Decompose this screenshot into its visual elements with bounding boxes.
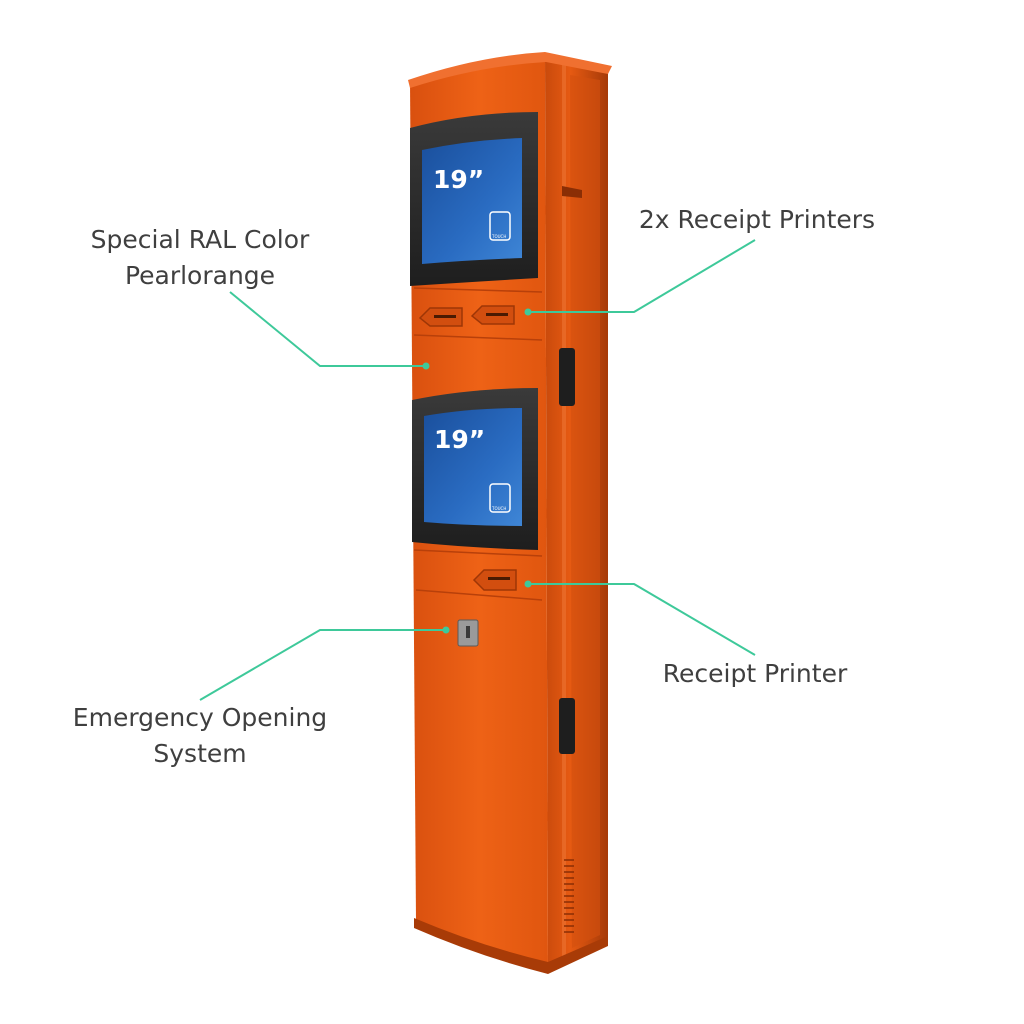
emergency-lock	[457, 619, 479, 647]
callout-lines	[199, 239, 756, 701]
printer-callout: Receipt Printer	[640, 656, 870, 692]
color-callout-line1: Special RAL Color	[90, 225, 310, 254]
side-handle-upper	[559, 348, 575, 406]
printers-callout-line	[528, 239, 756, 313]
lower-monitor: 19” TOUCH	[412, 388, 538, 550]
lower-receipt-printer-slot	[472, 569, 517, 591]
printer-callout-line1: Receipt Printer	[662, 659, 848, 688]
emergency-callout: Emergency Opening System	[50, 700, 350, 772]
upper-receipt-printer-slots	[418, 305, 515, 327]
emergency-callout-line2: System	[153, 739, 247, 768]
printers-callout: 2x Receipt Printers	[612, 202, 902, 238]
printer-callout-line	[528, 583, 756, 656]
upper-screen-size-label: 19”	[433, 165, 484, 194]
emergency-callout-line	[199, 629, 446, 701]
emergency-callout-line1: Emergency Opening	[72, 703, 328, 732]
upper-monitor: 19” TOUCH	[410, 112, 538, 286]
side-handle-lower	[559, 698, 575, 754]
printers-callout-line1: 2x Receipt Printers	[638, 205, 876, 234]
color-callout-line2: Pearlorange	[124, 261, 276, 290]
kiosk-top-cap	[408, 52, 612, 88]
color-callout-line	[229, 291, 426, 367]
side-vent	[564, 859, 574, 933]
svg-text:TOUCH: TOUCH	[491, 506, 506, 511]
callout-dots	[422, 308, 532, 634]
svg-text:TOUCH: TOUCH	[491, 234, 506, 239]
lower-screen-size-label: 19”	[434, 425, 485, 454]
color-callout: Special RAL Color Pearlorange	[60, 222, 340, 294]
kiosk-base	[414, 918, 608, 974]
